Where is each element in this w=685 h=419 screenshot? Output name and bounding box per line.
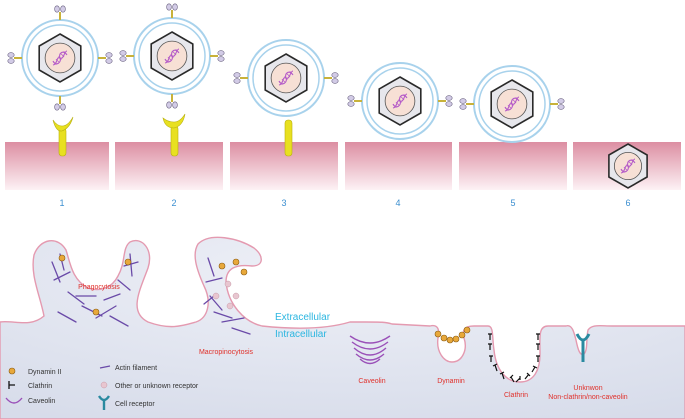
spike-top	[166, 3, 178, 18]
spike-left	[459, 98, 474, 110]
legend-caveolin-text: Caveolin	[28, 398, 55, 405]
receptor-step-3	[284, 119, 293, 157]
membrane-block-5	[459, 142, 567, 190]
membrane-block-3	[230, 142, 338, 190]
legend-clathrin-text: Clathrin	[28, 383, 52, 390]
membrane-block-4	[345, 142, 452, 190]
unknown-cell-receptor	[575, 333, 591, 362]
macropinocytosis-dynamin	[218, 258, 248, 276]
step-label-3: 3	[281, 198, 286, 208]
virus-particles	[7, 3, 648, 189]
membrane-block-2	[115, 142, 223, 190]
step-labels: 1 2 3 4 5 6	[59, 198, 630, 208]
spike-right	[550, 98, 565, 110]
legend-clathrin-swatch	[8, 381, 15, 389]
dna-icon	[620, 158, 636, 174]
spike-right	[210, 50, 225, 62]
macropinocytosis-other-receptors	[212, 280, 240, 310]
legend-dynamin-swatch	[8, 367, 16, 375]
legend-caveolin-swatch	[5, 397, 23, 404]
legend-actin-swatch	[99, 365, 111, 369]
legend-actin-text: Actin filament	[115, 365, 157, 372]
legend-cell-receptor-swatch	[97, 395, 111, 410]
membrane-blocks	[5, 142, 681, 190]
unknown-label-line2: Non-clathrin/non-caveolin	[548, 394, 627, 401]
legend-dynamin-text: Dynamin II	[28, 369, 62, 376]
spike-left	[233, 72, 248, 84]
legend-other-receptor-swatch	[100, 381, 108, 389]
spike-bottom	[166, 94, 178, 109]
intracellular-label: Intracellular	[275, 329, 327, 340]
extracellular-label: Extracellular	[275, 312, 331, 323]
step-label-1: 1	[59, 198, 64, 208]
receptor-step-1	[52, 116, 74, 157]
phagocytosis-dynamin	[58, 254, 132, 316]
virus-particle-6	[608, 143, 648, 189]
phagocytosis-actin-filaments	[51, 253, 139, 327]
dna-icon	[52, 50, 68, 66]
virus-particle-1	[7, 5, 113, 111]
spike-right	[324, 72, 339, 84]
dna-icon	[164, 48, 180, 64]
caveolin-label: Caveolin	[358, 378, 385, 385]
dna-icon	[392, 93, 408, 109]
spike-bottom	[54, 96, 66, 111]
step-label-5: 5	[510, 198, 515, 208]
dynamin-label: Dynamin	[437, 378, 465, 385]
dna-icon	[278, 70, 294, 86]
phagocytosis-label: Phagocytosis	[78, 284, 120, 291]
clathrin-label: Clathrin	[504, 392, 528, 399]
dynamin-pit	[434, 326, 471, 344]
virus-particle-2	[119, 3, 225, 109]
clathrin-coat	[488, 333, 540, 383]
virus-particle-3	[233, 39, 339, 117]
virus-particle-4	[347, 62, 453, 140]
cell-membrane	[0, 236, 685, 419]
spike-right	[438, 95, 453, 107]
membrane-block-1	[5, 142, 109, 190]
legend-cell-receptor-text: Cell receptor	[115, 401, 155, 408]
spike-left	[347, 95, 362, 107]
spike-top	[54, 5, 66, 20]
dna-icon	[504, 96, 520, 112]
spike-left	[119, 50, 134, 62]
receptor-step-2	[162, 113, 186, 157]
virus-particle-5	[459, 65, 565, 143]
unknown-label-line1: Unknwon	[573, 385, 602, 392]
step-label-4: 4	[395, 198, 400, 208]
step-label-2: 2	[171, 198, 176, 208]
spike-left	[7, 52, 22, 64]
spike-right	[98, 52, 113, 64]
caveolin-pit	[349, 335, 391, 365]
step-label-6: 6	[625, 198, 630, 208]
macropinocytosis-actin-filaments	[203, 257, 251, 335]
legend-other-receptor-text: Other or unknown receptor	[115, 383, 199, 390]
macropinocytosis-label: Macropinocytosis	[199, 349, 254, 356]
legend: Dynamin II Clathrin Caveolin Actin filam…	[5, 365, 199, 410]
